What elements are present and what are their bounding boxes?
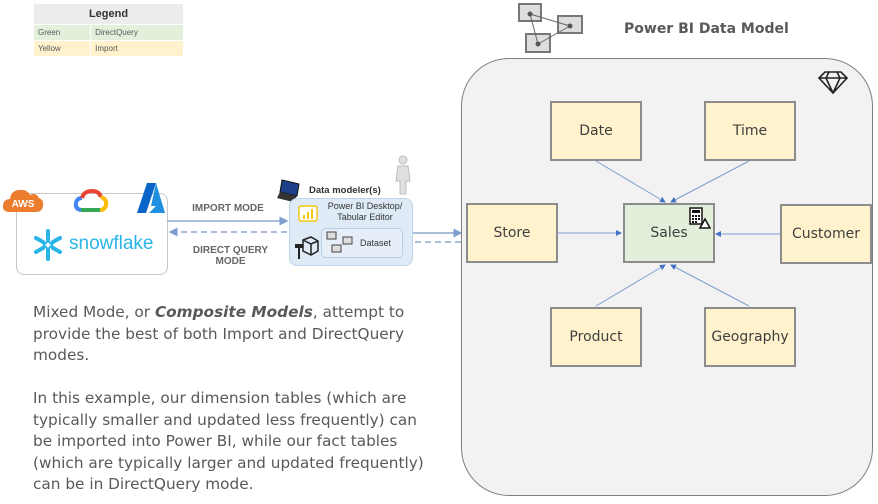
- table-name: Time: [732, 123, 768, 139]
- directquery-mode-label: DIRECT QUERY MODE: [183, 245, 278, 267]
- table-name: Geography: [711, 329, 789, 345]
- table-time[interactable]: Time: [704, 101, 796, 161]
- legend: Legend Green DirectQuery Yellow Import: [32, 3, 184, 57]
- table-name: Sales: [650, 225, 688, 241]
- directquery-label-line1: DIRECT QUERY: [192, 245, 269, 256]
- description-paragraph-1: Mixed Mode, or Composite Models, attempt…: [33, 302, 433, 367]
- power-bi-icon: [298, 205, 318, 222]
- legend-color-name: Green: [32, 24, 92, 41]
- table-name: Store: [493, 225, 531, 241]
- data-model-icon: [518, 3, 583, 53]
- data-model-frame: [461, 58, 873, 496]
- table-name: Date: [579, 123, 613, 139]
- tabular-editor-icon: [295, 236, 319, 259]
- legend-row-yellow: Yellow Import: [32, 40, 184, 57]
- desc-text: Mixed Mode, or: [33, 303, 155, 321]
- table-date[interactable]: Date: [550, 101, 642, 161]
- table-store[interactable]: Store: [466, 203, 558, 263]
- diamond-icon: [818, 71, 848, 94]
- calculator-measure-icon: [689, 207, 711, 229]
- tool-line2: Tabular Editor: [337, 212, 393, 222]
- snowflake-label: snowflake: [69, 233, 154, 254]
- table-name: Customer: [791, 226, 860, 242]
- dataset-icon: [326, 231, 353, 253]
- aws-icon: AWS: [2, 189, 44, 212]
- legend-color-name: Yellow: [32, 40, 92, 57]
- legend-meaning: Import: [90, 40, 184, 57]
- azure-icon: [137, 183, 165, 213]
- model-title: Power BI Data Model: [624, 21, 789, 37]
- tool-line1: Power BI Desktop/: [327, 201, 403, 211]
- modeler-tool-label: Power BI Desktop/ Tabular Editor: [322, 201, 408, 223]
- legend-row-green: Green DirectQuery: [32, 24, 184, 41]
- snowflake-icon: [34, 229, 62, 261]
- person-icon: [395, 155, 411, 195]
- modeler-title: Data modeler(s): [309, 185, 381, 196]
- aws-label: AWS: [12, 199, 35, 210]
- table-geography[interactable]: Geography: [704, 307, 796, 367]
- desc-emphasis: Composite Models: [154, 303, 313, 321]
- desc-text: , attempt to provide the best of both Im…: [33, 303, 405, 364]
- google-cloud-icon: [73, 188, 109, 212]
- directquery-label-line2: MODE: [215, 256, 246, 267]
- table-customer[interactable]: Customer: [780, 204, 872, 264]
- legend-meaning: DirectQuery: [90, 24, 184, 41]
- description-paragraph-2: In this example, our dimension tables (w…: [33, 389, 424, 493]
- table-product[interactable]: Product: [550, 307, 642, 367]
- dataset-label: Dataset: [360, 238, 392, 248]
- legend-title: Legend: [33, 3, 184, 25]
- table-name: Product: [569, 329, 623, 345]
- import-mode-label: IMPORT MODE: [192, 203, 264, 214]
